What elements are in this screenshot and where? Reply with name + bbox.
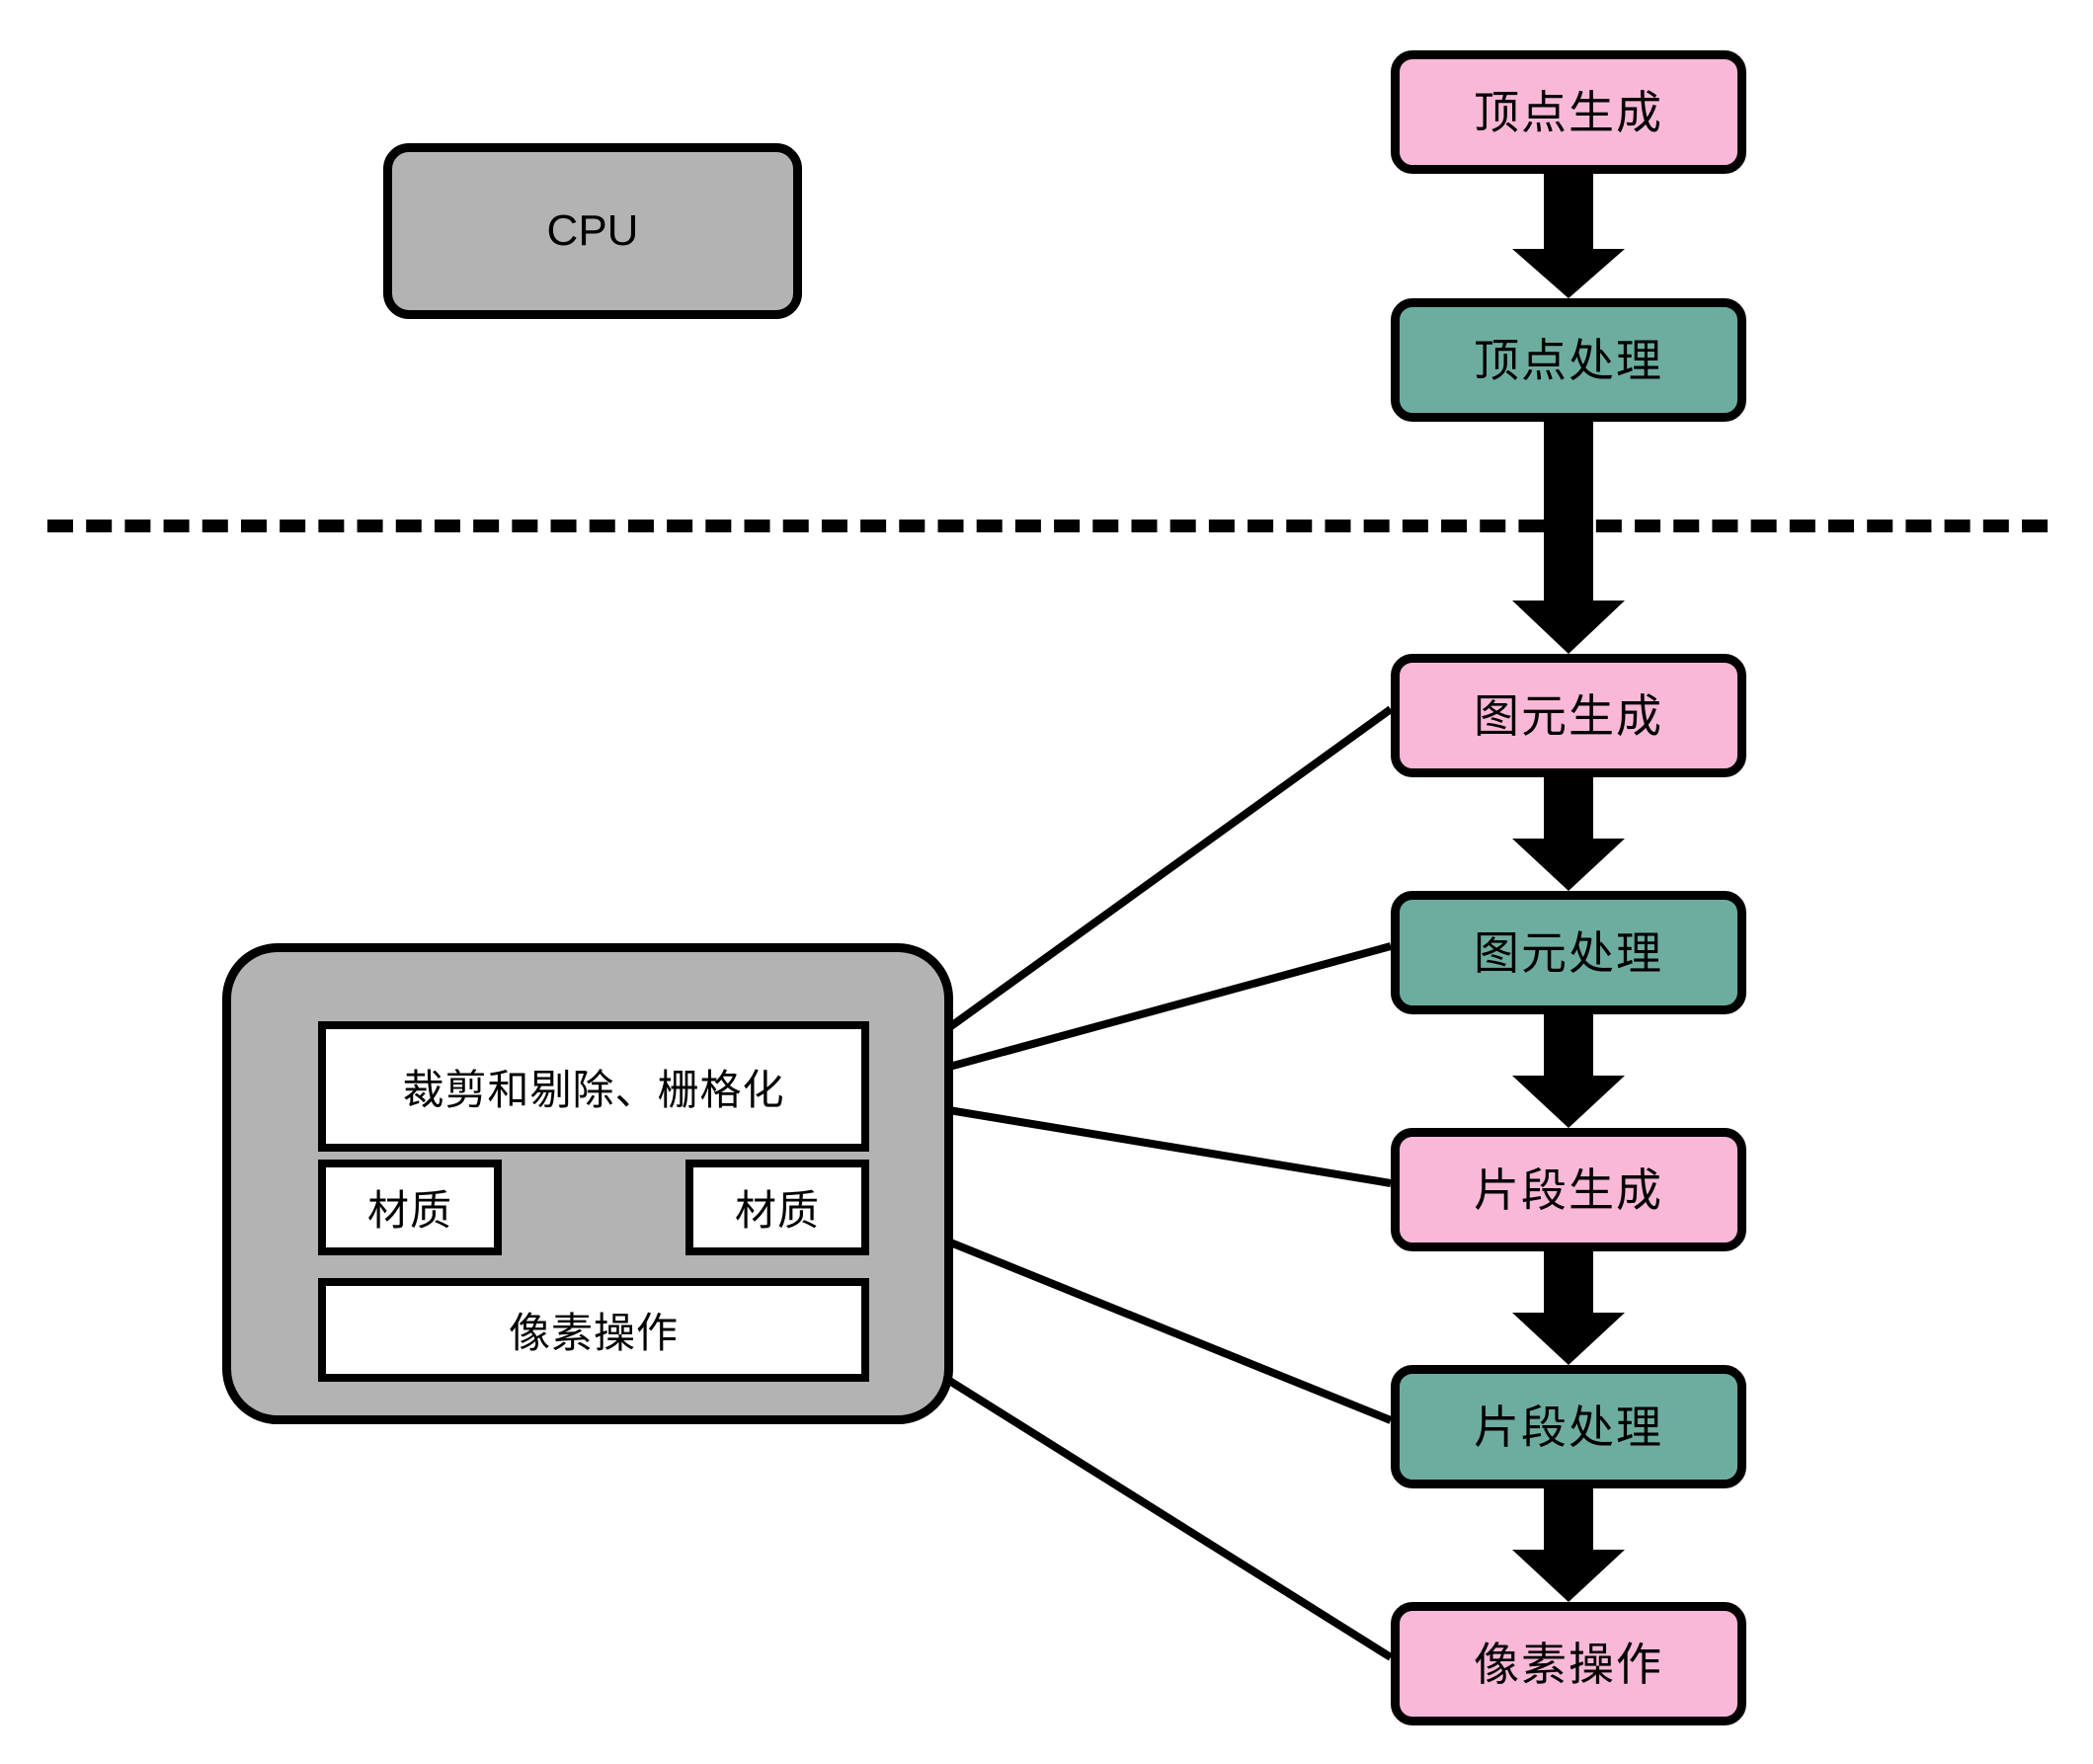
gpu-unit-raster: 裁剪和剔除、栅格化 [318,1021,869,1152]
pipeline-node-vertex-generation: 顶点生成 [1391,50,1746,174]
pipeline-node-primitive-generation-label: 图元生成 [1474,689,1663,742]
pipeline-node-vertex-processing: 顶点处理 [1391,298,1746,422]
gpu-unit-texture-left: 材质 [318,1160,502,1255]
pipeline-node-fragment-generation: 片段生成 [1391,1128,1746,1251]
flow-arrow-primitive-generation-to-primitive-processing [1512,777,1625,891]
pipeline-node-primitive-generation: 图元生成 [1391,654,1746,777]
cpu-block-label: CPU [546,206,639,255]
pipeline-node-fragment-processing: 片段处理 [1391,1365,1746,1488]
cpu-gpu-boundary-divider [47,520,2048,532]
gpu-unit-texture-left-label: 材质 [366,1187,452,1234]
map-arrow-primitive-generation-to-raster [871,705,1394,1084]
pipeline-node-fragment-processing-label: 片段处理 [1474,1401,1663,1453]
gpu-unit-pixel-operations: 像素操作 [318,1278,869,1382]
pipeline-node-vertex-generation-label: 顶点生成 [1474,86,1663,138]
cpu-block: CPU [383,143,802,319]
gpu-unit-pixel-operations-label: 像素操作 [508,1310,679,1356]
map-arrow-fragment-processing-to-texture-right [870,1205,1393,1424]
flow-arrow-vertex-processing-to-primitive-generation [1512,422,1625,654]
flow-arrow-vertex-generation-to-vertex-processing [1512,174,1625,298]
pipeline-node-vertex-processing-label: 顶点处理 [1474,334,1663,386]
gpu-unit-raster-label: 裁剪和剔除、栅格化 [402,1066,785,1113]
map-arrow-fragment-generation-to-raster [870,1079,1392,1187]
gpu-unit-texture-right-label: 材质 [734,1187,820,1234]
flow-arrow-fragment-processing-to-pixel-operations [1512,1488,1625,1602]
gpu-unit-texture-right: 材质 [685,1160,869,1255]
flow-arrow-primitive-processing-to-fragment-generation [1512,1014,1625,1128]
pipeline-node-fragment-generation-label: 片段生成 [1474,1163,1663,1216]
pipeline-node-pixel-operations: 像素操作 [1391,1602,1746,1725]
map-arrow-pixel-operations-to-pixel-operations-unit [871,1331,1394,1661]
map-arrow-primitive-processing-to-raster [870,942,1393,1101]
pipeline-node-primitive-processing-label: 图元处理 [1474,926,1663,979]
flow-arrow-fragment-generation-to-fragment-processing [1512,1251,1625,1365]
pipeline-node-pixel-operations-label: 像素操作 [1474,1638,1663,1690]
pipeline-node-primitive-processing: 图元处理 [1391,891,1746,1014]
